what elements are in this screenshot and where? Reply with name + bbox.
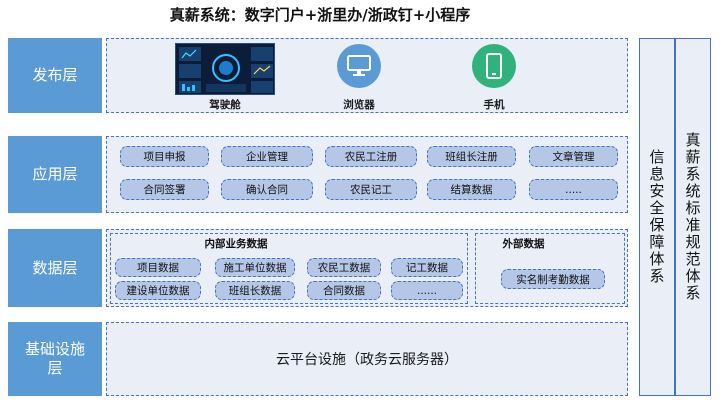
data-item: 合同数据 — [307, 281, 381, 300]
app-item: 企业管理 — [221, 146, 313, 167]
app-item: 农民记工 — [325, 179, 417, 200]
app-item: 确认合同 — [221, 179, 313, 200]
app-item: 班组长注册 — [427, 146, 516, 167]
diagram-title: 真薪系统：数字门户+浙里办/浙政钉+小程序 — [169, 6, 471, 24]
app-item: 结算数据 — [427, 179, 516, 200]
data-item: 农民工数据 — [307, 258, 381, 277]
data-item: ...... — [391, 281, 463, 300]
internal-data-title: 内部业务数据 — [204, 238, 268, 250]
data-panel: 内部业务数据 项目数据 施工单位数据 农民工数据 记工数据 建设单位数据 班组长… — [106, 229, 628, 307]
layer-label-infra: 基础设施层 — [8, 322, 102, 396]
data-item: 实名制考勤数据 — [501, 269, 605, 289]
layer-label-publish: 发布层 — [8, 38, 102, 113]
data-item: 项目数据 — [115, 258, 201, 277]
external-data-group: 外部数据 实名制考勤数据 — [475, 233, 625, 304]
data-item: 建设单位数据 — [115, 281, 201, 300]
app-item: ..... — [529, 179, 618, 200]
browser-monitor-icon — [337, 44, 381, 88]
data-item: 班组长数据 — [215, 281, 295, 300]
mobile-phone-icon — [472, 44, 516, 88]
cockpit-dashboard-icon — [175, 43, 275, 95]
app-item: 文章管理 — [529, 146, 618, 167]
data-item: 记工数据 — [391, 258, 463, 277]
app-panel: 项目申报 企业管理 农民工注册 班组长注册 文章管理 合同签署 确认合同 农民记… — [106, 136, 628, 213]
browser-label: 浏览器 — [343, 99, 375, 111]
security-column: 信息安全保障体系 — [639, 38, 675, 396]
app-item: 农民工注册 — [325, 146, 417, 167]
mobile-label: 手机 — [483, 99, 505, 111]
app-item: 项目申报 — [120, 146, 209, 167]
standard-system-label: 真薪系统标准规范体系 — [683, 132, 702, 302]
external-data-title: 外部数据 — [502, 238, 545, 250]
standard-column: 真薪系统标准规范体系 — [675, 38, 711, 396]
infra-text: 云平台设施（政务云服务器） — [276, 352, 458, 368]
publish-panel: 驾驶舱 浏览器 手机 — [106, 38, 628, 113]
layer-label-app: 应用层 — [8, 136, 102, 213]
app-item: 合同签署 — [120, 179, 209, 200]
security-system-label: 信息安全保障体系 — [647, 149, 666, 285]
cockpit-label: 驾驶舱 — [209, 99, 241, 111]
data-item: 施工单位数据 — [215, 258, 295, 277]
infra-panel: 云平台设施（政务云服务器） — [106, 322, 628, 396]
layer-label-data: 数据层 — [8, 229, 102, 307]
internal-data-group: 内部业务数据 项目数据 施工单位数据 农民工数据 记工数据 建设单位数据 班组长… — [110, 233, 468, 304]
